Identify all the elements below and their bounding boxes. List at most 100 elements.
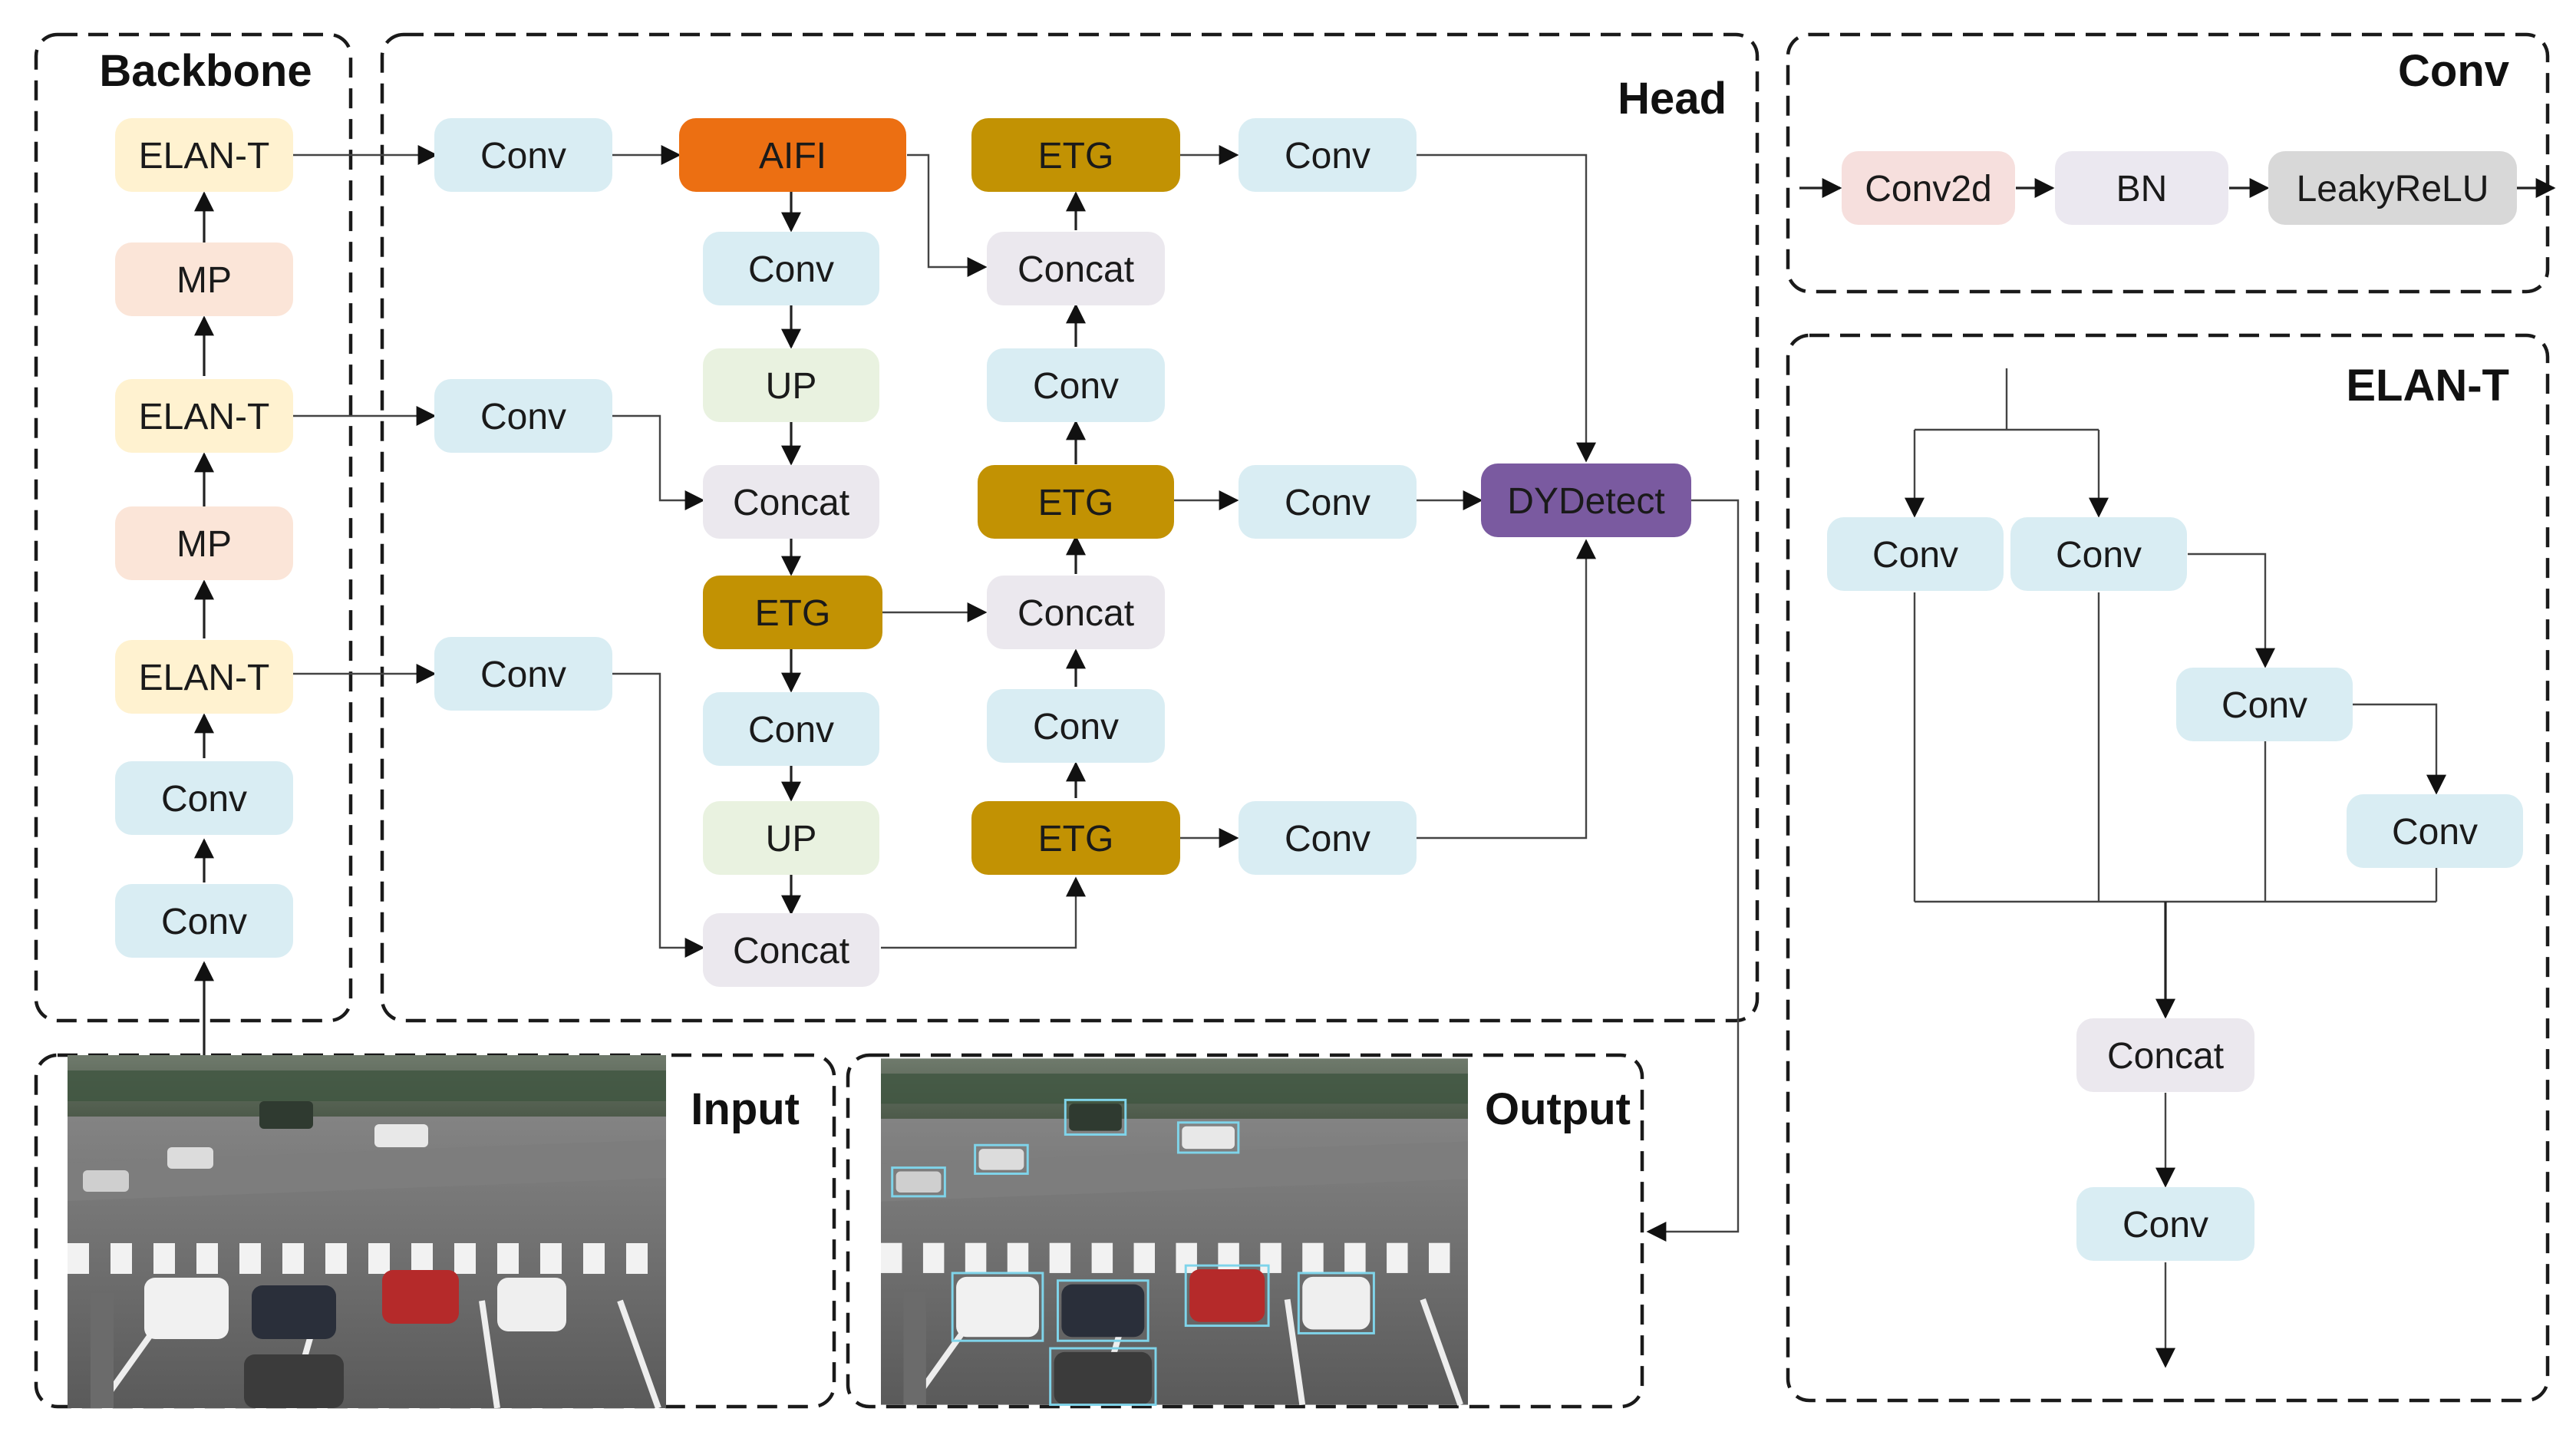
node-box [115,242,293,316]
node-box [703,348,879,422]
node-label: ETG [1038,819,1114,859]
node-c-concat2: Concat [703,913,879,987]
node-c-up2: UP [703,801,879,875]
node-box [1239,801,1417,875]
node-c-concat1: Concat [703,465,879,539]
node-o-conv-mid: Conv [1239,465,1417,539]
node-bb-mp2: MP [115,242,293,316]
node-label: Conv [1872,535,1958,576]
node-label: ETG [1038,483,1114,523]
node-box [703,692,879,766]
node-label: Conv [161,779,247,820]
node-label: Conv [1033,707,1119,747]
node-bb-elan1: ELAN-T [115,640,293,714]
node-box [703,232,879,305]
node-box [115,118,293,192]
node-box [703,576,882,649]
node-o-conv-bot: Conv [1239,801,1417,875]
node-label: Concat [2107,1036,2224,1077]
node-box [971,118,1180,192]
node-box [1481,463,1691,537]
node-label: ELAN-T [139,397,270,437]
node-label: Conv [480,136,566,176]
node-label: Conv [1285,483,1370,523]
node-box [2076,1018,2254,1092]
node-el-conv4: Conv [2347,794,2523,868]
conv-legend-frame [1786,32,2550,294]
node-bb-conv2: Conv [115,761,293,835]
node-box [987,232,1165,305]
node-r-etg-mid: ETG [978,465,1174,539]
node-r-etg-top: ETG [971,118,1180,192]
node-label: Conv [2056,535,2142,576]
node-aifi: AIFI [679,118,906,192]
node-box [703,913,879,987]
node-el-conv3: Conv [2176,668,2353,741]
node-label: Conv2d [1865,169,1991,209]
node-r-conv-top: Conv [987,348,1165,422]
node-bb-elan2: ELAN-T [115,379,293,453]
node-legend-bn: BN [2055,151,2228,225]
node-el-concat: Concat [2076,1018,2254,1092]
input-title: Input [691,1084,800,1134]
node-label: Conv [161,902,247,942]
backbone-frame [34,32,353,1023]
node-c-conv2: Conv [703,692,879,766]
node-bb-conv1: Conv [115,884,293,958]
node-box [434,637,612,711]
output-title: Output [1485,1084,1631,1134]
node-label: BN [2116,169,2168,209]
node-label: ETG [755,593,831,634]
node-label: DYDetect [1507,481,1664,522]
node-box [434,118,612,192]
output-frame [846,1053,1644,1409]
node-label: Conv [1285,819,1370,859]
node-box [1239,118,1417,192]
node-o-conv-top: Conv [1239,118,1417,192]
node-label: ELAN-T [139,136,270,176]
node-label: Conv [1033,366,1119,407]
node-label: Conv [2392,812,2478,853]
node-r-concat-top: Concat [987,232,1165,305]
node-label: LeakyReLU [2297,169,2489,209]
node-hd-conv-a: Conv [434,118,612,192]
node-box [115,761,293,835]
node-label: ETG [1038,136,1114,176]
node-box [1239,465,1417,539]
node-box [987,348,1165,422]
node-label: UP [766,819,817,859]
node-bb-elan3: ELAN-T [115,118,293,192]
edges [194,145,2556,1368]
node-label: MP [176,260,232,301]
conv-legend-title: Conv [2398,46,2509,96]
node-box [115,379,293,453]
node-label: UP [766,366,817,407]
node-el-conv1: Conv [1827,517,2004,591]
node-box [679,118,906,192]
node-dydetect: DYDetect [1481,463,1691,537]
backbone-title: Backbone [99,46,312,96]
node-legend-conv2d: Conv2d [1842,151,2015,225]
node-hd-conv-b: Conv [434,379,612,453]
node-box [2076,1187,2254,1261]
node-r-concat-mid: Concat [987,576,1165,649]
node-c-conv1: Conv [703,232,879,305]
node-box [1827,517,2004,591]
node-box [115,506,293,580]
node-box [115,884,293,958]
node-box [703,801,879,875]
node-label: MP [176,524,232,565]
node-label: Conv [2122,1205,2208,1245]
node-r-conv-mid: Conv [987,689,1165,763]
node-r-etg-bot: ETG [971,801,1180,875]
node-el-conv-out: Conv [2076,1187,2254,1261]
nodes: ELAN-TMPELAN-TMPELAN-TConvConvConvConvCo… [115,118,2523,1261]
node-box [434,379,612,453]
node-box [971,801,1180,875]
node-box [1842,151,2015,225]
elant-title: ELAN-T [2346,361,2509,411]
head-title: Head [1618,74,1727,124]
node-box [703,465,879,539]
node-box [987,576,1165,649]
node-label: Conv [2221,685,2307,726]
